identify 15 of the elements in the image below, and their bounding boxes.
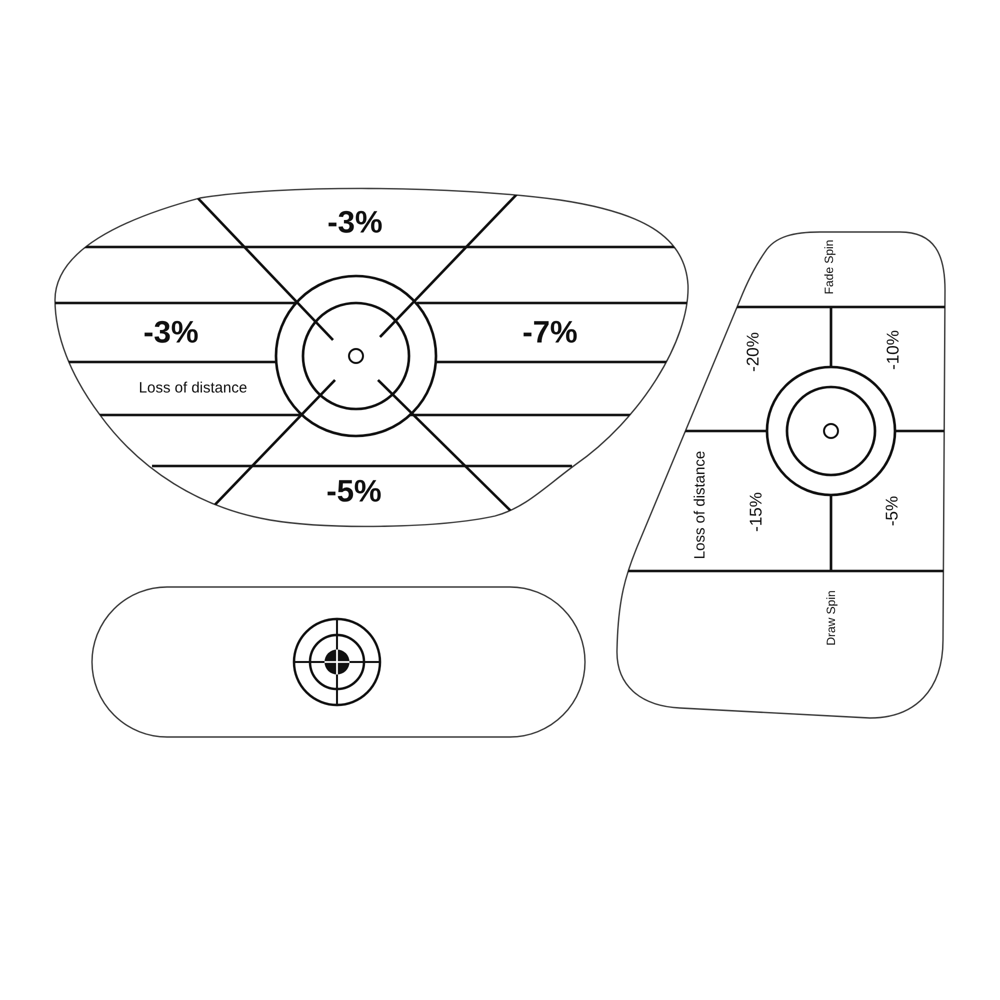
percent-label: -7% — [522, 316, 578, 348]
percent-label: -15% — [748, 492, 764, 532]
spin-label: Draw Spin — [825, 590, 837, 646]
percent-label: -5% — [326, 476, 382, 506]
spin-label: Fade Spin — [823, 240, 835, 294]
zone-caption: Loss of distance — [692, 450, 708, 560]
percent-label: -3% — [327, 206, 383, 238]
percent-label: -20% — [744, 332, 762, 372]
zone-caption: Loss of distance — [138, 380, 248, 396]
target-sticker — [91, 586, 587, 739]
percent-label: -10% — [884, 330, 902, 370]
impact-sticker — [615, 231, 947, 720]
percent-label: -5% — [884, 496, 900, 526]
impact-sticker — [54, 187, 691, 528]
percent-label: -3% — [143, 316, 199, 348]
